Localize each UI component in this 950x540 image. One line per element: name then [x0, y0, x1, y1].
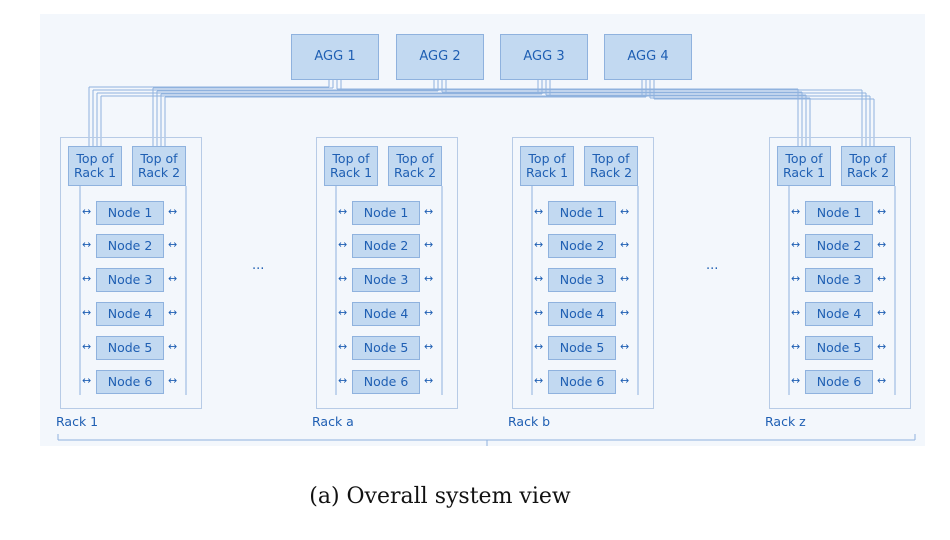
link-arrow-icon: ↔ [620, 340, 630, 353]
node-box: Node 1 [548, 201, 616, 225]
node-box: Node 2 [352, 234, 420, 258]
link-arrow-icon: ↔ [791, 272, 801, 285]
figure-caption: (a) Overall system view [309, 484, 571, 509]
link-arrow-icon: ↔ [877, 340, 887, 353]
link-arrow-icon: ↔ [534, 340, 544, 353]
node-box: Node 6 [96, 370, 164, 394]
top-of-rack-switch-1: Top of Rack 1 [68, 146, 122, 186]
node-box: Node 2 [805, 234, 873, 258]
agg-switch-4: AGG 4 [604, 34, 692, 80]
top-of-rack-switch-2: Top of Rack 2 [132, 146, 186, 186]
link-arrow-icon: ↔ [168, 306, 178, 319]
link-arrow-icon: ↔ [424, 306, 434, 319]
link-arrow-icon: ↔ [791, 340, 801, 353]
link-arrow-icon: ↔ [877, 238, 887, 251]
link-arrow-icon: ↔ [82, 374, 92, 387]
rack-frame [769, 137, 911, 409]
link-arrow-icon: ↔ [168, 272, 178, 285]
link-arrow-icon: ↔ [620, 205, 630, 218]
link-arrow-icon: ↔ [338, 306, 348, 319]
link-arrow-icon: ↔ [168, 238, 178, 251]
link-arrow-icon: ↔ [534, 306, 544, 319]
node-box: Node 1 [805, 201, 873, 225]
link-arrow-icon: ↔ [424, 272, 434, 285]
link-arrow-icon: ↔ [338, 374, 348, 387]
link-arrow-icon: ↔ [82, 340, 92, 353]
node-box: Node 6 [352, 370, 420, 394]
node-box: Node 1 [352, 201, 420, 225]
link-arrow-icon: ↔ [82, 238, 92, 251]
node-box: Node 3 [805, 268, 873, 292]
link-arrow-icon: ↔ [424, 340, 434, 353]
top-of-rack-switch-2: Top of Rack 2 [388, 146, 442, 186]
link-arrow-icon: ↔ [534, 238, 544, 251]
link-arrow-icon: ↔ [620, 306, 630, 319]
node-box: Node 5 [548, 336, 616, 360]
link-arrow-icon: ↔ [338, 340, 348, 353]
link-arrow-icon: ↔ [791, 238, 801, 251]
link-arrow-icon: ↔ [424, 374, 434, 387]
node-box: Node 4 [805, 302, 873, 326]
node-box: Node 6 [805, 370, 873, 394]
link-arrow-icon: ↔ [791, 205, 801, 218]
agg-switch-3: AGG 3 [500, 34, 588, 80]
node-box: Node 1 [96, 201, 164, 225]
agg-switch-1: AGG 1 [291, 34, 379, 80]
link-arrow-icon: ↔ [877, 306, 887, 319]
link-arrow-icon: ↔ [791, 306, 801, 319]
node-box: Node 3 [352, 268, 420, 292]
link-arrow-icon: ↔ [534, 272, 544, 285]
rack-frame [316, 137, 458, 409]
rack-label: Rack b [508, 414, 551, 429]
top-of-rack-switch-1: Top of Rack 1 [777, 146, 831, 186]
rack-frame [60, 137, 202, 409]
link-arrow-icon: ↔ [424, 238, 434, 251]
node-box: Node 5 [96, 336, 164, 360]
node-box: Node 6 [548, 370, 616, 394]
link-arrow-icon: ↔ [82, 306, 92, 319]
node-box: Node 2 [548, 234, 616, 258]
link-arrow-icon: ↔ [82, 205, 92, 218]
node-box: Node 3 [548, 268, 616, 292]
link-arrow-icon: ↔ [620, 374, 630, 387]
link-arrow-icon: ↔ [620, 272, 630, 285]
top-of-rack-switch-1: Top of Rack 1 [324, 146, 378, 186]
top-of-rack-switch-1: Top of Rack 1 [520, 146, 574, 186]
rack-label: Rack z [765, 414, 806, 429]
ellipsis-left: ... [252, 258, 265, 273]
link-arrow-icon: ↔ [620, 238, 630, 251]
link-arrow-icon: ↔ [877, 272, 887, 285]
top-of-rack-switch-2: Top of Rack 2 [841, 146, 895, 186]
node-box: Node 4 [548, 302, 616, 326]
top-of-rack-switch-2: Top of Rack 2 [584, 146, 638, 186]
link-arrow-icon: ↔ [791, 374, 801, 387]
node-box: Node 5 [805, 336, 873, 360]
link-arrow-icon: ↔ [877, 374, 887, 387]
node-box: Node 3 [96, 268, 164, 292]
agg-switch-2: AGG 2 [396, 34, 484, 80]
node-box: Node 5 [352, 336, 420, 360]
diagram-background [40, 14, 925, 446]
node-box: Node 2 [96, 234, 164, 258]
link-arrow-icon: ↔ [534, 374, 544, 387]
rack-label: Rack 1 [56, 414, 99, 429]
ellipsis-right: ... [706, 258, 719, 273]
link-arrow-icon: ↔ [168, 374, 178, 387]
link-arrow-icon: ↔ [424, 205, 434, 218]
rack-frame [512, 137, 654, 409]
link-arrow-icon: ↔ [338, 205, 348, 218]
node-box: Node 4 [96, 302, 164, 326]
link-arrow-icon: ↔ [877, 205, 887, 218]
link-arrow-icon: ↔ [338, 238, 348, 251]
link-arrow-icon: ↔ [338, 272, 348, 285]
link-arrow-icon: ↔ [82, 272, 92, 285]
rack-label: Rack a [312, 414, 354, 429]
link-arrow-icon: ↔ [168, 340, 178, 353]
link-arrow-icon: ↔ [534, 205, 544, 218]
node-box: Node 4 [352, 302, 420, 326]
link-arrow-icon: ↔ [168, 205, 178, 218]
